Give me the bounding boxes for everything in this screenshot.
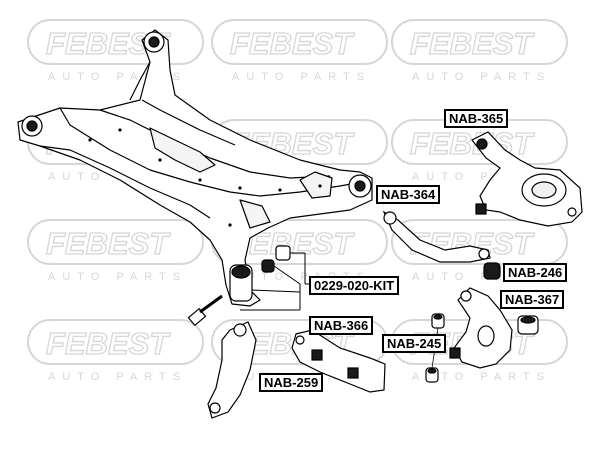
watermark-logo: FEBEST AUTO PARTS <box>391 19 568 83</box>
watermark-tagline: AUTO PARTS <box>48 271 187 283</box>
mounting-bolt <box>187 294 223 327</box>
watermark-brand: FEBEST <box>410 126 535 161</box>
watermark-tagline: AUTO PARTS <box>48 371 187 383</box>
rear-knuckle-lower <box>449 287 513 369</box>
watermark-brand: FEBEST <box>410 26 535 61</box>
watermark-logo: FEBEST AUTO PARTS <box>27 219 204 283</box>
label-nab-364: NAB-364 <box>376 185 441 204</box>
watermark-logo: FEBEST AUTO PARTS <box>27 319 204 383</box>
label-0229-020-kit: 0229-020-KIT <box>309 276 400 295</box>
rear-subframe <box>17 29 373 307</box>
watermark-tagline: AUTO PARTS <box>232 71 371 83</box>
label-nab-365: NAB-365 <box>444 109 509 128</box>
rear-knuckle-upper <box>471 131 583 227</box>
bushing-nab-367 <box>517 315 539 335</box>
kit-bushings <box>261 245 291 273</box>
watermark-brand: FEBEST <box>230 26 355 61</box>
watermark-logo: FEBEST AUTO PARTS <box>211 19 388 83</box>
label-nab-367: NAB-367 <box>500 290 565 309</box>
link-nab-259 <box>207 321 257 419</box>
label-nab-366: NAB-366 <box>309 316 374 335</box>
kit-leader-lines <box>240 252 310 311</box>
watermark-tagline: AUTO PARTS <box>412 71 551 83</box>
lower-arm-nab-366 <box>291 329 386 393</box>
label-nab-259: NAB-259 <box>259 373 324 392</box>
watermark-brand: FEBEST <box>46 226 171 261</box>
upper-control-arm <box>382 210 491 263</box>
bushing-nab-246 <box>483 262 501 280</box>
label-nab-246: NAB-246 <box>503 263 568 282</box>
bushings-nab-245 <box>425 313 445 383</box>
watermark-tagline: AUTO PARTS <box>412 371 551 383</box>
watermark-brand: FEBEST <box>46 326 171 361</box>
label-nab-245: NAB-245 <box>382 334 447 353</box>
